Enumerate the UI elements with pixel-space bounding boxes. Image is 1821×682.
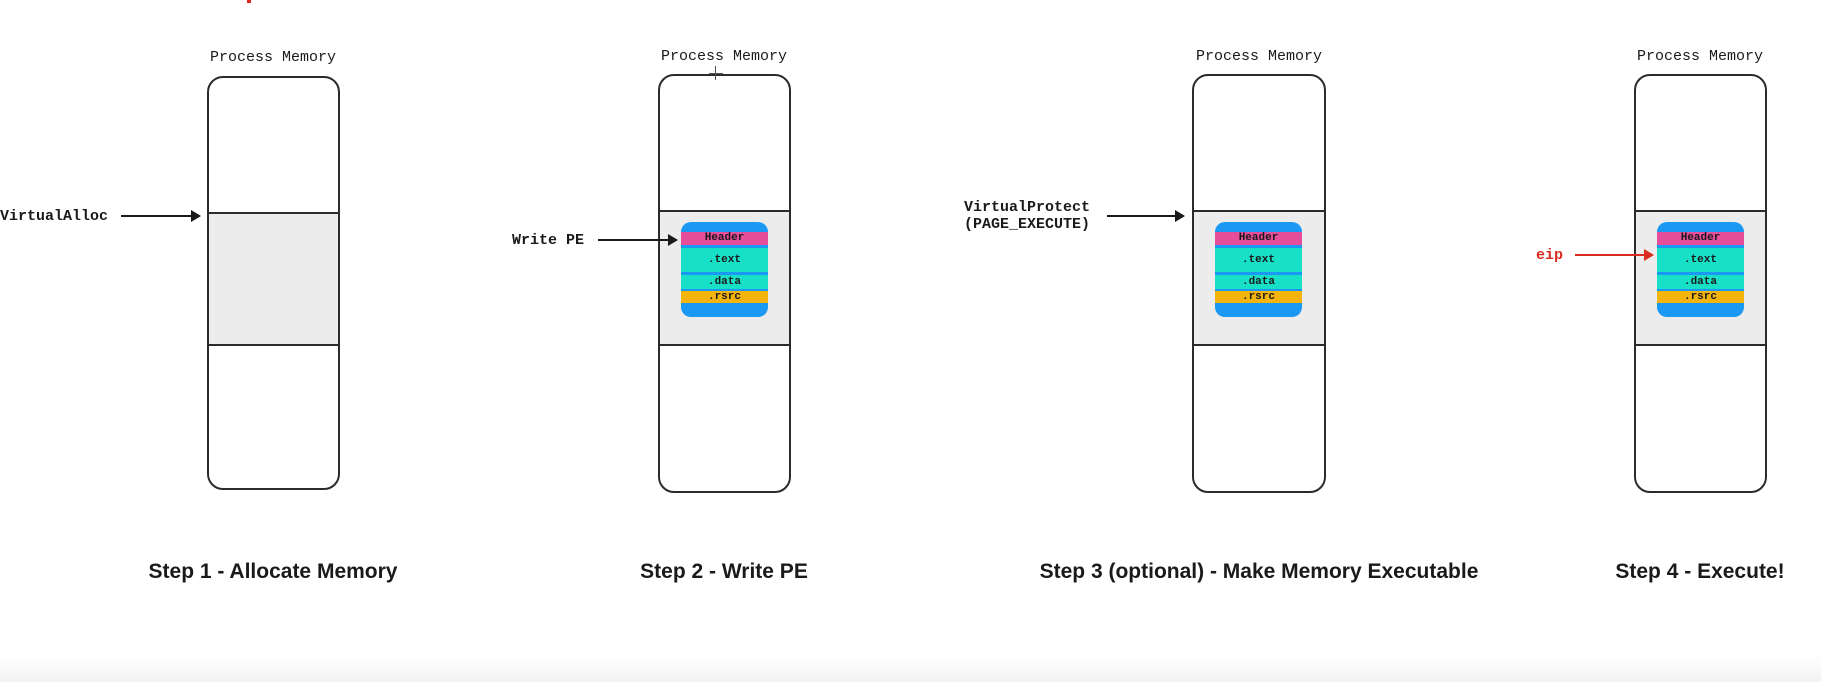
process-memory-column: Header .text .data .rsrc [1634, 74, 1767, 493]
allocated-region: Header .text .data .rsrc [1194, 210, 1324, 346]
pe-rsrc-section: .rsrc [681, 291, 768, 303]
pe-header-section: Header [681, 232, 768, 245]
pe-data-section: .data [681, 275, 768, 289]
process-memory-column: Header .text .data .rsrc [1192, 74, 1326, 493]
process-memory-column [207, 76, 340, 490]
pe-rsrc-section: .rsrc [1657, 291, 1744, 303]
pe-text-section: .text [1215, 248, 1302, 272]
process-memory-column: Header .text .data .rsrc [658, 74, 791, 493]
pe-header-section: Header [1215, 232, 1302, 245]
step-4-title: Step 4 - Execute! [1615, 560, 1785, 583]
pe-image: Header .text .data .rsrc [1657, 222, 1744, 317]
process-memory-title: Process Memory [1636, 48, 1764, 65]
step-3-title: Step 3 (optional) - Make Memory Executab… [1039, 560, 1479, 583]
bottom-band [0, 655, 1821, 682]
pe-text-section: .text [681, 248, 768, 272]
virtualalloc-label: VirtualAlloc [0, 208, 109, 225]
pe-header-section: Header [1657, 232, 1744, 245]
pe-image: Header .text .data .rsrc [1215, 222, 1302, 317]
write-pe-label: Write PE [512, 232, 585, 249]
allocated-region [209, 212, 338, 346]
process-memory-title: Process Memory [660, 48, 788, 65]
red-mark [247, 0, 251, 3]
eip-arrow [1575, 249, 1654, 261]
allocated-region: Header .text .data .rsrc [660, 210, 789, 346]
process-memory-title: Process Memory [209, 49, 337, 66]
step-2-title: Step 2 - Write PE [640, 560, 808, 583]
write-pe-arrow [598, 234, 678, 246]
pe-data-section: .data [1657, 275, 1744, 289]
pe-data-section: .data [1215, 275, 1302, 289]
eip-label: eip [1536, 247, 1564, 264]
virtualprotect-label: VirtualProtect (PAGE_EXECUTE) [964, 199, 1091, 233]
allocated-region: Header .text .data .rsrc [1636, 210, 1765, 346]
virtualprotect-arrow [1107, 210, 1185, 222]
pe-text-section: .text [1657, 248, 1744, 272]
virtualalloc-arrow [121, 210, 201, 222]
step-1-title: Step 1 - Allocate Memory [148, 560, 398, 583]
crosshair-cursor-icon [709, 66, 723, 80]
pe-image: Header .text .data .rsrc [681, 222, 768, 317]
pe-rsrc-section: .rsrc [1215, 291, 1302, 303]
process-memory-title: Process Memory [1195, 48, 1323, 65]
